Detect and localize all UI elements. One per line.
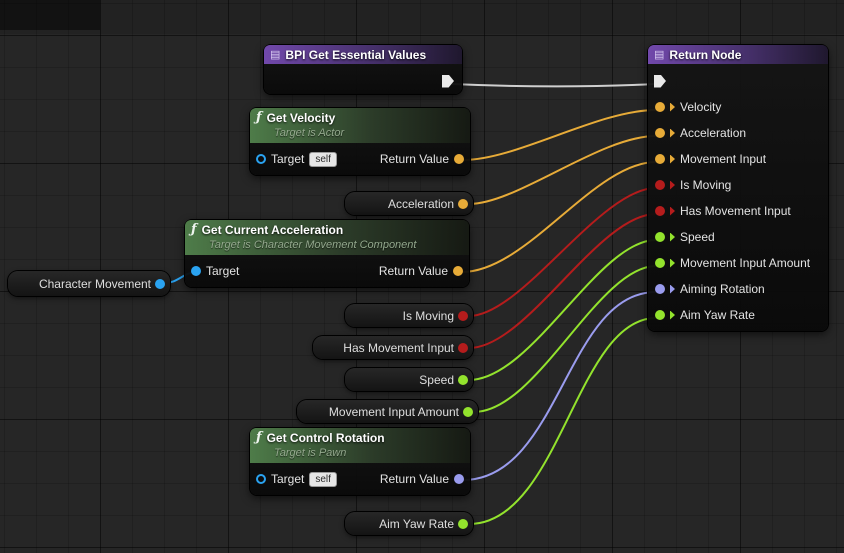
node-acceleration[interactable]: Acceleration [345, 192, 473, 215]
node-character-movement[interactable]: Character Movement [8, 271, 170, 296]
node-get-velocity[interactable]: ƒ Get Velocity Target is Actor Target se… [250, 108, 470, 175]
target-label: Target [206, 264, 240, 278]
return-value-label: Return Value [379, 152, 449, 166]
target-pin[interactable] [191, 266, 201, 276]
pin-aim-yaw-rate[interactable] [655, 310, 665, 320]
pin-movement-input[interactable] [655, 154, 665, 164]
return-value-pin[interactable] [454, 154, 464, 164]
node-aim-yaw-rate[interactable]: Aim Yaw Rate [345, 512, 473, 535]
pin-wedge-icon [670, 232, 675, 242]
return-node-icon: ▤ [654, 49, 665, 61]
acceleration-output-pin[interactable] [458, 198, 468, 209]
movement-input-amount-output-pin[interactable] [463, 406, 473, 417]
node-return[interactable]: ▤ Return Node Velocity Acceleration Move… [648, 45, 828, 331]
speed-output-pin[interactable] [458, 374, 468, 385]
wire-velocity[interactable] [462, 109, 657, 161]
node-header[interactable]: ƒ Get Current Acceleration Target is Cha… [185, 220, 469, 255]
node-title: BPI Get Essential Values [285, 48, 427, 62]
aim-yaw-rate-output-pin[interactable] [458, 518, 468, 529]
node-subtitle: Target is Actor [274, 127, 345, 139]
pin-wedge-icon [670, 180, 675, 190]
character-movement-output-pin[interactable] [155, 278, 165, 289]
function-icon: ƒ [191, 222, 197, 237]
pin-wedge-icon [670, 258, 675, 268]
return-value-label: Return Value [379, 472, 449, 486]
wire-movement-input[interactable] [461, 161, 657, 273]
node-is-moving[interactable]: Is Moving [345, 304, 473, 327]
pin-wedge-icon [670, 154, 675, 164]
wire-has-movement-input[interactable] [468, 213, 657, 349]
pill-label: Acceleration [387, 196, 454, 211]
is-moving-output-pin[interactable] [458, 310, 468, 321]
wire-movement-input-amount[interactable] [473, 265, 657, 413]
pill-label: Character Movement [38, 276, 151, 291]
node-subtitle: Target is Pawn [274, 447, 347, 459]
has-movement-input-output-pin[interactable] [458, 342, 468, 353]
target-label: Target [271, 152, 305, 166]
wire-aim-yaw-rate[interactable] [468, 317, 657, 525]
pin-has-movement-input[interactable] [655, 206, 665, 216]
node-title: Get Current Acceleration [201, 223, 344, 237]
pin-wedge-icon [670, 102, 675, 112]
pin-movement-input-amount[interactable] [655, 258, 665, 268]
pin-velocity[interactable] [655, 102, 665, 112]
node-get-current-acceleration[interactable]: ƒ Get Current Acceleration Target is Cha… [185, 220, 469, 287]
node-get-control-rotation[interactable]: ƒ Get Control Rotation Target is Pawn Ta… [250, 428, 470, 495]
wire-speed[interactable] [468, 239, 657, 381]
target-pin[interactable] [256, 474, 266, 484]
pin-is-moving[interactable] [655, 180, 665, 190]
wire-exec[interactable] [451, 83, 657, 88]
node-header[interactable]: ▤ BPI Get Essential Values [264, 45, 462, 64]
return-value-label: Return Value [378, 264, 448, 278]
pin-wedge-icon [670, 206, 675, 216]
wire-is-moving[interactable] [468, 187, 657, 317]
node-header[interactable]: ƒ Get Velocity Target is Actor [250, 108, 470, 143]
pin-label: Is Moving [680, 178, 732, 192]
return-value-pin[interactable] [454, 474, 464, 484]
pin-speed[interactable] [655, 232, 665, 242]
node-title: Get Velocity [266, 111, 336, 125]
pin-label: Acceleration [680, 126, 747, 140]
pill-label: Has Movement Input [343, 340, 454, 355]
pin-label: Movement Input Amount [680, 256, 811, 270]
wire-acceleration[interactable] [468, 135, 657, 205]
self-default-value[interactable]: self [309, 151, 337, 167]
function-icon: ƒ [256, 110, 262, 125]
pin-label: Has Movement Input [680, 204, 791, 218]
pin-wedge-icon [670, 128, 675, 138]
exec-output-pin[interactable] [442, 74, 454, 88]
target-label: Target [271, 472, 305, 486]
interface-icon: ▤ [270, 49, 281, 61]
node-title: Return Node [669, 48, 742, 62]
pin-wedge-icon [670, 284, 675, 294]
pill-label: Speed [419, 372, 454, 387]
node-header[interactable]: ▤ Return Node [648, 45, 828, 64]
pin-label: Movement Input [680, 152, 767, 166]
node-has-movement-input[interactable]: Has Movement Input [313, 336, 473, 359]
pin-label: Speed [680, 230, 715, 244]
pin-label: Aim Yaw Rate [680, 308, 755, 322]
function-icon: ƒ [256, 430, 262, 445]
exec-input-pin[interactable] [654, 74, 666, 88]
self-default-value[interactable]: self [309, 471, 337, 487]
wire-aiming-rotation[interactable] [462, 291, 657, 481]
pill-label: Movement Input Amount [328, 404, 459, 419]
node-subtitle: Target is Character Movement Component [209, 239, 417, 251]
pin-label: Aiming Rotation [680, 282, 765, 296]
pill-label: Is Moving [402, 308, 454, 323]
node-movement-input-amount[interactable]: Movement Input Amount [297, 400, 478, 423]
node-title: Get Control Rotation [266, 431, 385, 445]
pin-label: Velocity [680, 100, 722, 114]
pin-acceleration[interactable] [655, 128, 665, 138]
pill-label: Aim Yaw Rate [379, 516, 454, 531]
target-pin[interactable] [256, 154, 266, 164]
pin-wedge-icon [670, 310, 675, 320]
return-value-pin[interactable] [453, 266, 463, 276]
node-bpi-get-essential-values[interactable]: ▤ BPI Get Essential Values [264, 45, 462, 94]
node-speed[interactable]: Speed [345, 368, 473, 391]
node-header[interactable]: ƒ Get Control Rotation Target is Pawn [250, 428, 470, 463]
pin-aiming-rotation[interactable] [655, 284, 665, 294]
